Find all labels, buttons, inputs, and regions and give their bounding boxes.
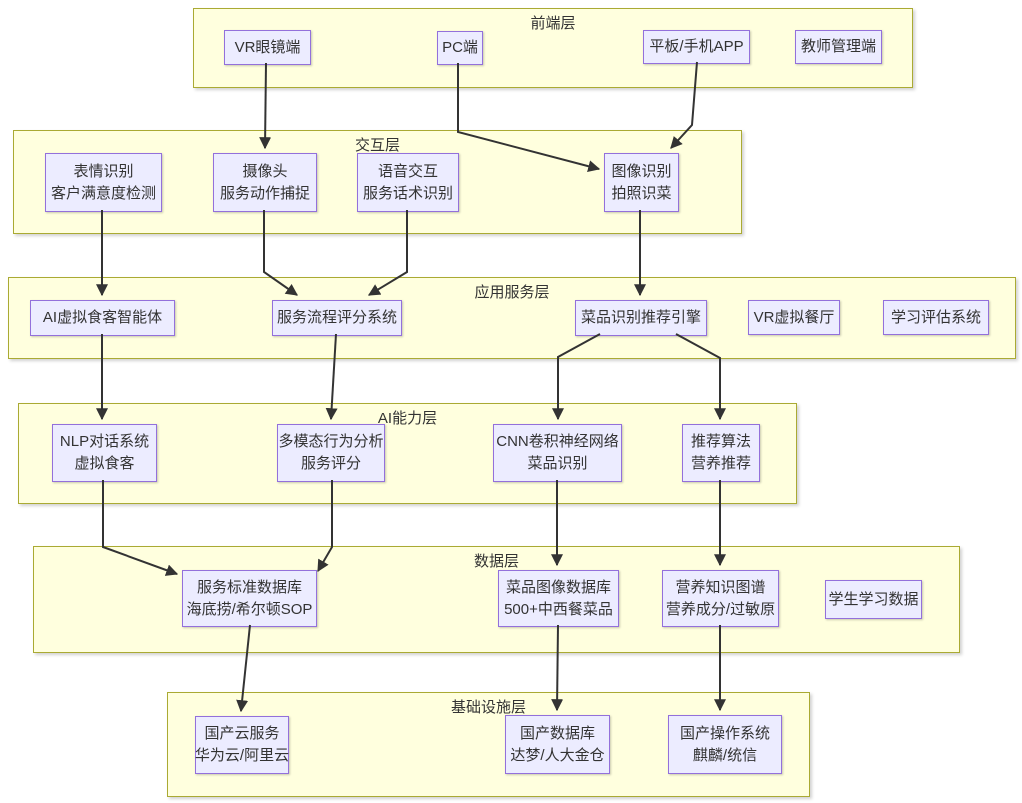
node-label: 营养成分/过敏原 <box>665 600 776 618</box>
node-label: 国产云服务 <box>204 725 280 742</box>
node-label: 国产操作系统 <box>679 724 770 742</box>
node-label: 客户满意度检测 <box>50 184 156 202</box>
node-dish-engine: 菜品识别推荐引擎 <box>575 300 707 336</box>
layer-label-ai-capability: AI能力层 <box>377 410 438 427</box>
node-pc: PC端 <box>437 31 483 65</box>
layer-label-app-service: 应用服务层 <box>474 284 550 301</box>
node-label: 多模态行为分析 <box>278 433 384 450</box>
node-label: 服务流程评分系统 <box>276 309 397 326</box>
node-label: 推荐算法 <box>690 433 751 450</box>
node-label: 营养推荐 <box>690 455 751 472</box>
node-label: 学生学习数据 <box>828 590 919 608</box>
node-voice: 语音交互服务话术识别 <box>357 153 459 212</box>
node-label: AI虚拟食客智能体 <box>42 309 163 326</box>
node-label: 国产数据库 <box>519 724 595 742</box>
node-label: 服务话术识别 <box>362 184 453 202</box>
node-expression: 表情识别客户满意度检测 <box>45 153 162 212</box>
node-label: 虚拟食客 <box>74 455 135 472</box>
node-label: 麒麟/统信 <box>692 746 758 764</box>
node-label: NLP对话系统 <box>59 433 150 450</box>
node-label: 华为云/阿里云 <box>194 747 290 764</box>
node-label: 服务动作捕捉 <box>219 184 310 202</box>
layer-label-interaction: 交互层 <box>354 137 400 154</box>
node-image-recognition: 图像识别拍照识菜 <box>604 153 679 212</box>
node-label: 图像识别 <box>611 162 672 180</box>
node-label: 教师管理端 <box>800 38 876 55</box>
node-domestic-db: 国产数据库达梦/人大金仓 <box>505 715 610 774</box>
node-tablet-app: 平板/手机APP <box>643 30 750 64</box>
layer-data: 数据层 <box>33 546 960 653</box>
node-label: 营养知识图谱 <box>675 578 766 596</box>
node-domestic-os: 国产操作系统麒麟/统信 <box>668 715 782 774</box>
node-teacher-admin: 教师管理端 <box>795 30 882 64</box>
node-label: 摄像头 <box>242 162 288 180</box>
node-label: 菜品图像数据库 <box>505 578 611 596</box>
node-label: VR眼镜端 <box>234 38 301 56</box>
node-multimodal-analysis: 多模态行为分析服务评分 <box>277 424 385 482</box>
node-vr-glasses: VR眼镜端 <box>224 30 311 65</box>
node-label: 服务标准数据库 <box>196 578 302 596</box>
node-domestic-cloud: 国产云服务华为云/阿里云 <box>195 716 289 774</box>
node-recommend-algo: 推荐算法营养推荐 <box>682 424 760 482</box>
node-ai-diner-agent: AI虚拟食客智能体 <box>30 300 175 336</box>
node-label: 海底捞/希尔顿SOP <box>186 600 313 618</box>
node-label: 服务评分 <box>300 455 361 472</box>
node-vr-restaurant: VR虚拟餐厅 <box>748 300 840 335</box>
node-dish-image-db: 菜品图像数据库 500+中西餐菜品 <box>498 570 619 627</box>
node-service-scoring: 服务流程评分系统 <box>272 300 402 336</box>
node-label: 拍照识菜 <box>611 184 672 202</box>
layer-app-service: 应用服务层 <box>8 277 1016 359</box>
node-cnn: CNN卷积神经网络菜品识别 <box>493 424 622 482</box>
node-label: 菜品识别 <box>527 455 588 472</box>
node-nlp-dialog: NLP对话系统虚拟食客 <box>52 424 157 482</box>
node-label: VR虚拟餐厅 <box>753 308 835 326</box>
node-label: 语音交互 <box>377 162 438 180</box>
layer-label-infrastructure: 基础设施层 <box>450 699 526 716</box>
node-label: 达梦/人大金仓 <box>510 746 605 764</box>
node-learning-eval: 学习评估系统 <box>883 300 989 335</box>
layer-label-data: 数据层 <box>473 553 519 570</box>
node-student-data: 学生学习数据 <box>825 580 922 619</box>
node-sop-database: 服务标准数据库海底捞/希尔顿SOP <box>182 570 317 627</box>
node-label: 500+中西餐菜品 <box>504 600 613 618</box>
node-label: 学习评估系统 <box>890 308 981 326</box>
layer-label-frontend: 前端层 <box>530 15 576 32</box>
node-label: 表情识别 <box>73 162 134 180</box>
node-label: PC端 <box>442 39 478 56</box>
node-label: 菜品识别推荐引擎 <box>580 309 701 326</box>
node-nutrition-kg: 营养知识图谱营养成分/过敏原 <box>662 570 779 627</box>
node-label: CNN卷积神经网络 <box>496 433 619 450</box>
node-camera: 摄像头服务动作捕捉 <box>213 153 317 212</box>
node-label: 平板/手机APP <box>649 38 744 55</box>
